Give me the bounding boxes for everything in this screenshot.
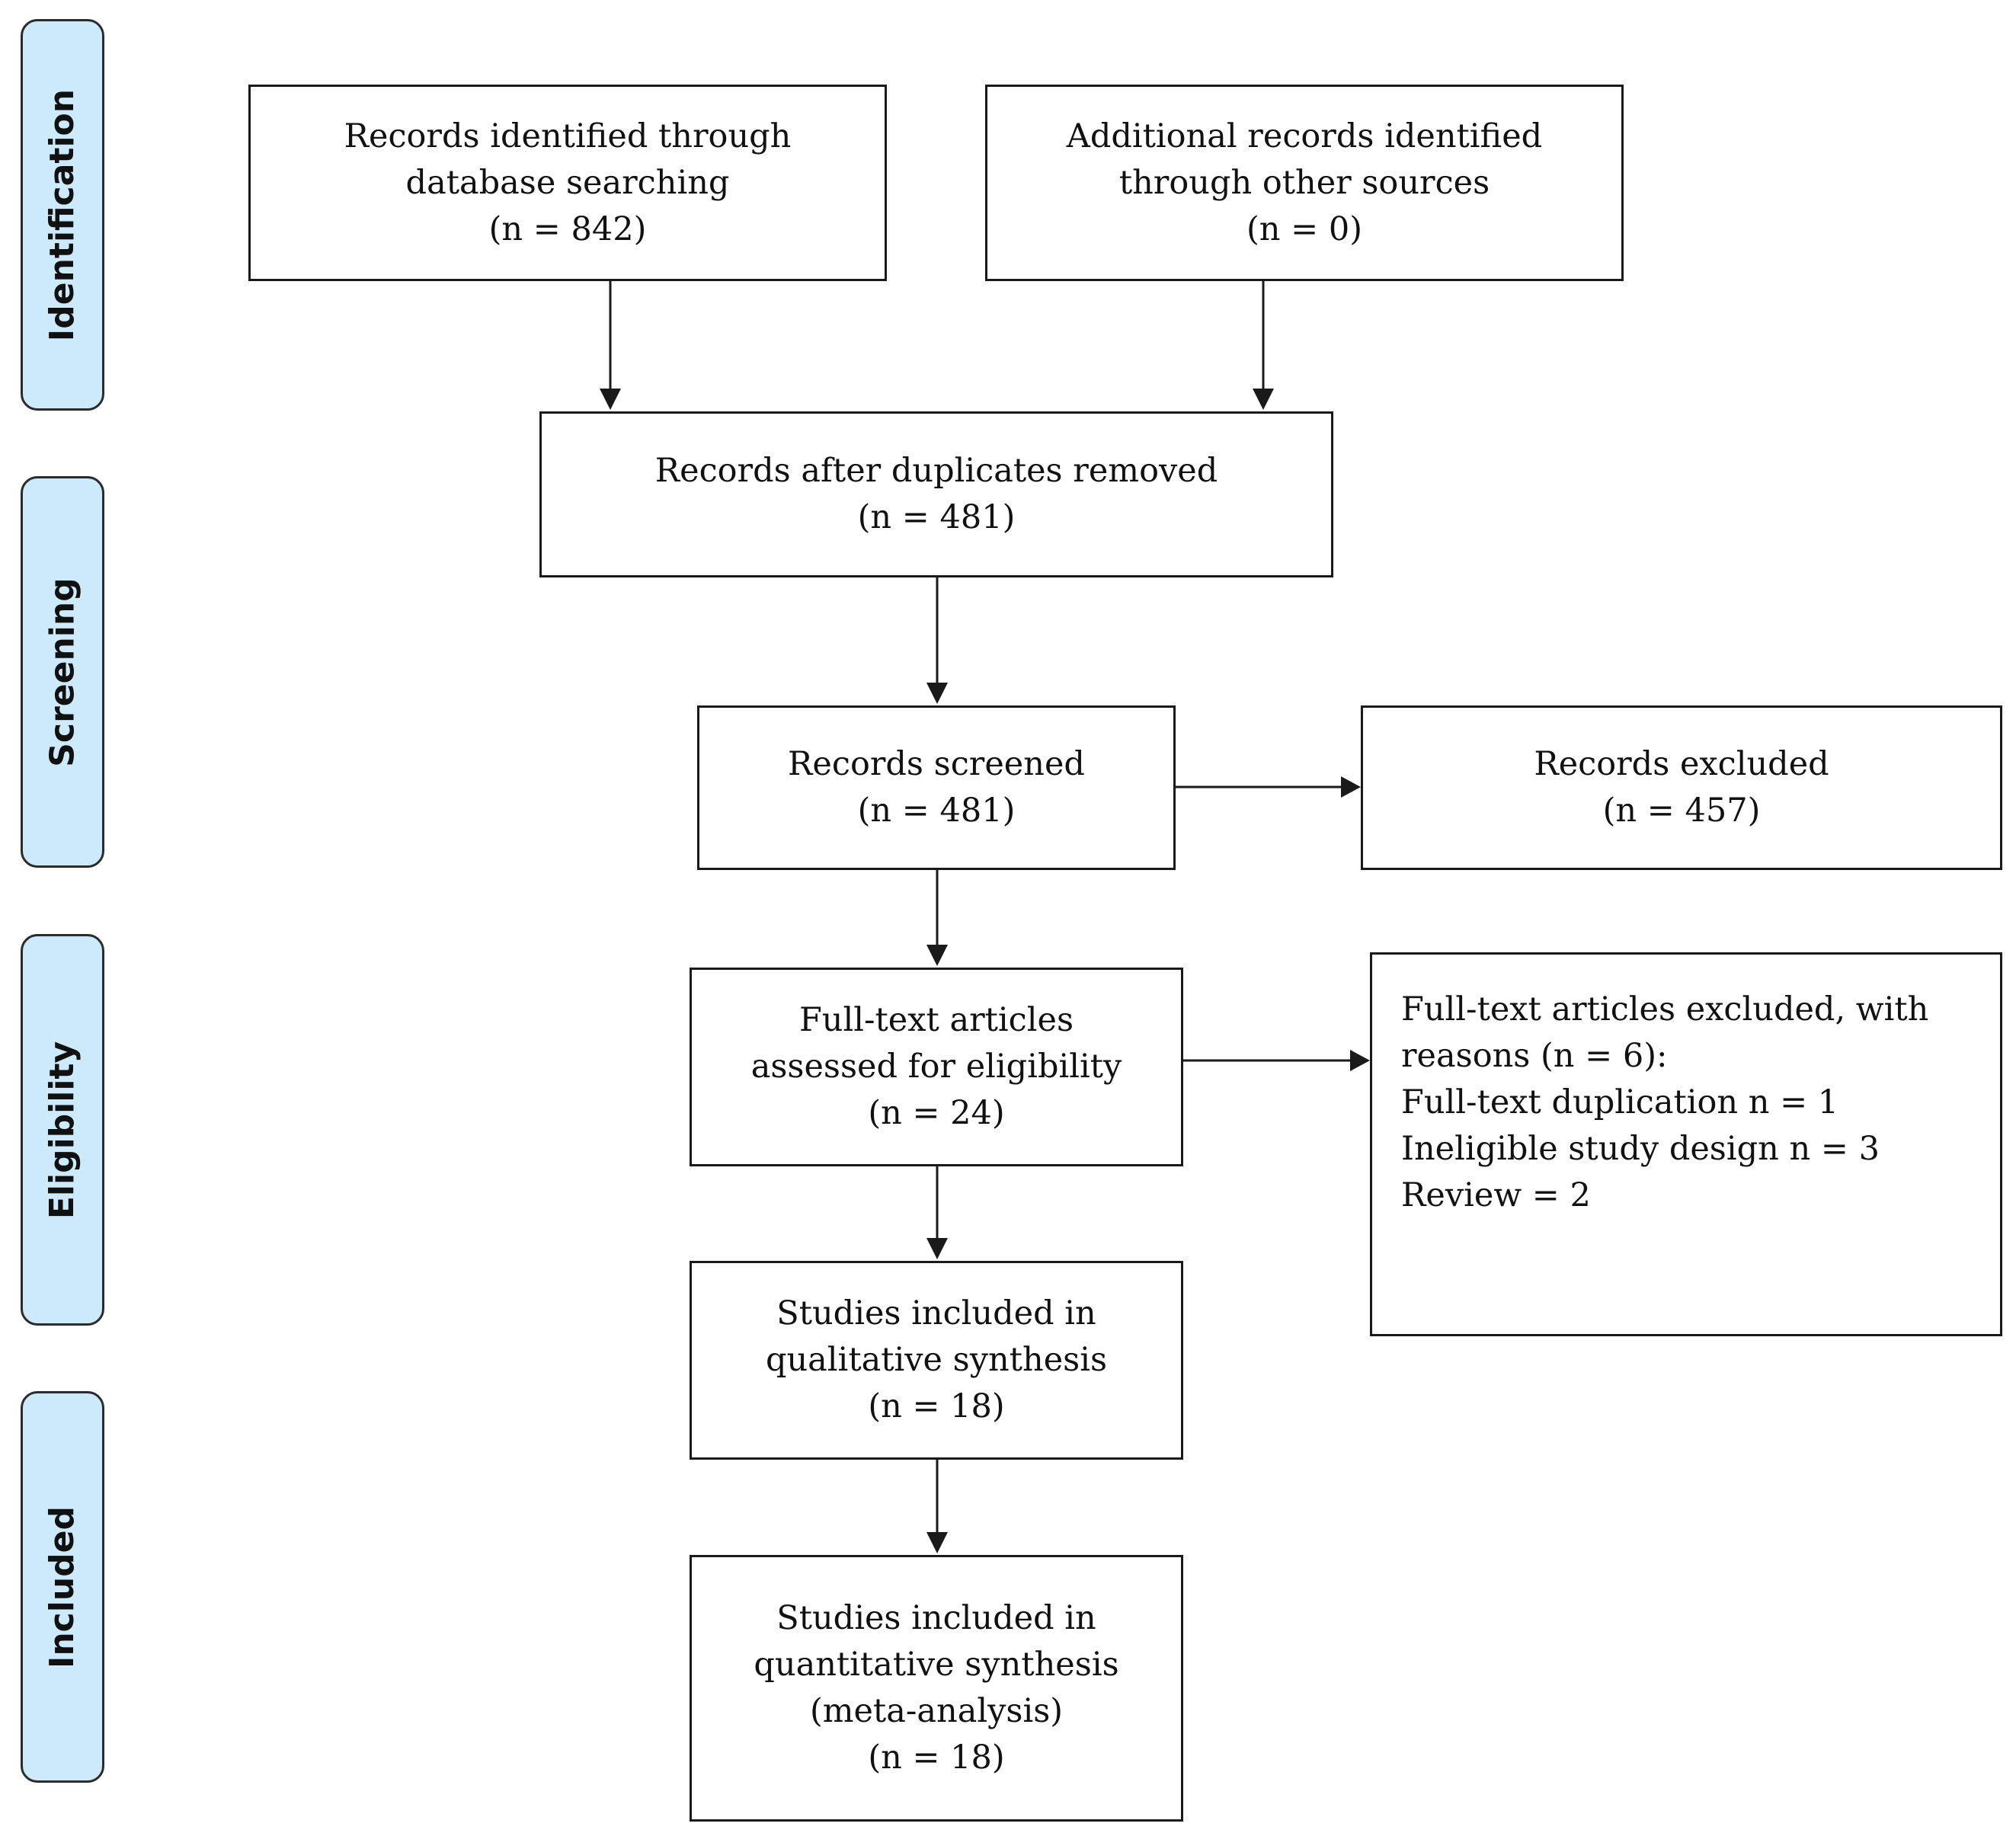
stage-included-label: Included	[43, 1505, 82, 1668]
box-records-screened: Records screened (n = 481)	[697, 705, 1176, 870]
box-fulltext-excluded-reason: Review = 2	[1401, 1176, 1591, 1214]
box-other-sources-line: Additional records identified	[1066, 117, 1543, 155]
box-duplicates-removed: Records after duplicates removed (n = 48…	[539, 411, 1333, 577]
box-fulltext-excluded-line: Full-text articles excluded, with	[1401, 990, 1929, 1028]
box-quantitative-line: (meta-analysis)	[809, 1692, 1064, 1730]
box-fulltext-excluded-reason: Ineligible study design n = 3	[1401, 1130, 1880, 1168]
box-qualitative-synthesis: Studies included in qualitative synthesi…	[690, 1261, 1183, 1460]
box-quantitative-synthesis: Studies included in quantitative synthes…	[690, 1555, 1183, 1822]
box-database-records: Records identified through database sear…	[248, 85, 887, 281]
stage-identification-label: Identification	[43, 88, 82, 341]
box-records-excluded: Records excluded (n = 457)	[1361, 705, 2002, 870]
box-quantitative-line: Studies included in	[776, 1599, 1096, 1637]
box-database-records-line: database searching	[405, 163, 730, 202]
box-qualitative-line: Studies included in	[776, 1294, 1096, 1332]
box-records-screened-count: (n = 481)	[857, 792, 1016, 830]
box-records-excluded-line: Records excluded	[1534, 745, 1829, 783]
stage-screening: Screening	[21, 476, 104, 868]
box-duplicates-removed-count: (n = 481)	[857, 498, 1016, 536]
stage-included: Included	[21, 1391, 104, 1783]
arrowhead-quantitative	[926, 1532, 948, 1553]
box-quantitative-line: quantitative synthesis	[754, 1646, 1119, 1684]
box-other-sources-line: through other sources	[1118, 163, 1490, 202]
box-database-records-count: (n = 842)	[488, 210, 647, 248]
stage-screening-label: Screening	[43, 577, 82, 767]
box-qualitative-count: (n = 18)	[868, 1387, 1005, 1425]
box-fulltext-excluded-reason: Full-text duplication n = 1	[1401, 1083, 1839, 1121]
arrowhead-fulltext	[926, 945, 948, 966]
arrowhead-database	[600, 389, 621, 410]
box-fulltext-assessed-line: Full-text articles	[798, 1001, 1074, 1039]
arrowhead-excluded	[1341, 776, 1361, 798]
arrowhead-qualitative	[926, 1238, 948, 1259]
box-fulltext-assessed-count: (n = 24)	[868, 1094, 1005, 1132]
box-qualitative-line: qualitative synthesis	[765, 1341, 1108, 1379]
box-duplicates-removed-line: Records after duplicates removed	[654, 452, 1218, 490]
box-fulltext-assessed: Full-text articles assessed for eligibil…	[690, 968, 1183, 1166]
box-quantitative-count: (n = 18)	[868, 1739, 1005, 1777]
box-database-records-line: Records identified through	[344, 117, 792, 155]
arrowhead-fulltext-excluded	[1350, 1050, 1370, 1071]
stage-eligibility-label: Eligibility	[43, 1041, 82, 1219]
box-fulltext-excluded-line: reasons (n = 6):	[1401, 1037, 1668, 1075]
arrowhead-screened	[926, 683, 948, 704]
box-records-screened-line: Records screened	[788, 745, 1085, 783]
box-records-excluded-count: (n = 457)	[1602, 792, 1761, 830]
arrowhead-other	[1253, 389, 1274, 410]
stage-identification: Identification	[21, 19, 104, 411]
box-other-sources: Additional records identified through ot…	[985, 85, 1624, 281]
box-other-sources-count: (n = 0)	[1246, 210, 1362, 248]
box-fulltext-assessed-line: assessed for eligibility	[750, 1048, 1122, 1086]
box-fulltext-excluded: Full-text articles excluded, with reason…	[1370, 952, 2002, 1336]
stage-eligibility: Eligibility	[21, 934, 104, 1326]
